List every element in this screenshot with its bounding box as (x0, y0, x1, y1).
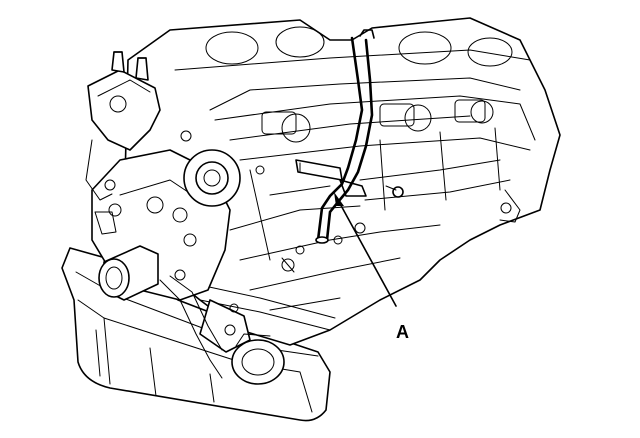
callout-label: A (396, 322, 409, 342)
pulley-plug (98, 245, 159, 301)
tube-bracket (295, 159, 404, 198)
callout-leader-line (337, 199, 397, 307)
lower-bracket (159, 275, 239, 379)
sensor-bracket (85, 51, 161, 235)
oil-filter-boss (199, 299, 285, 385)
callout-arrowhead (334, 192, 344, 206)
dipstick-tube (315, 29, 375, 244)
crank-seal (180, 130, 241, 207)
